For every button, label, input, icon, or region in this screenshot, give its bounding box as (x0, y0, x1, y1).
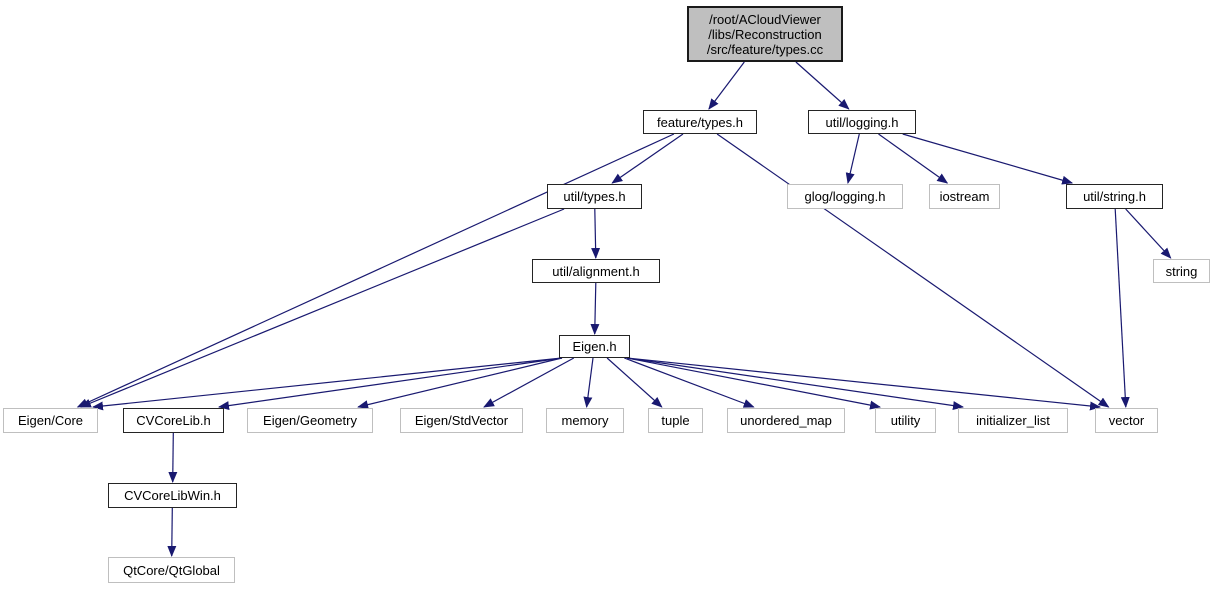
edge-util_string-to-vector (1114, 208, 1130, 408)
graph-node-label: CVCoreLibWin.h (124, 488, 221, 503)
edge-util_logging-to-iostream (878, 133, 949, 184)
edge-eigen_h-to-unordered_map (624, 357, 755, 408)
graph-node-label: QtCore/QtGlobal (123, 562, 220, 578)
edge-feature_types-to-eigen_core (76, 133, 675, 408)
graph-node-util_alignment[interactable]: util/alignment.h (532, 259, 660, 283)
edge-eigen_h-to-tuple (606, 357, 663, 408)
graph-node-label: Eigen/Geometry (263, 413, 357, 428)
graph-node-types_cc: /root/ACloudViewer/libs/Reconstruction/s… (687, 6, 843, 62)
graph-node-label: tuple (661, 413, 690, 428)
graph-node-label: utility (890, 413, 921, 428)
graph-node-memory: memory (546, 408, 624, 433)
edge-eigen_h-to-eigen_core (92, 357, 563, 411)
graph-node-label: Eigen.h (572, 339, 617, 354)
graph-node-label: feature/types.h (657, 114, 743, 130)
edge-eigen_h-to-memory (583, 357, 594, 408)
edge-types_cc-to-feature_types (708, 61, 745, 110)
graph-node-label: util/logging.h (825, 114, 899, 130)
edge-util_logging-to-glog_logging (845, 133, 860, 184)
edge-util_alignment-to-eigen_h (590, 282, 600, 335)
graph-node-eigen_core: Eigen/Core (3, 408, 98, 433)
graph-node-cvcorelibwin[interactable]: CVCoreLibWin.h (108, 483, 237, 508)
graph-node-string: string (1153, 259, 1210, 283)
graph-node-tuple: tuple (648, 408, 703, 433)
graph-node-cvcorelib[interactable]: CVCoreLib.h (123, 408, 224, 433)
graph-node-label: CVCoreLib.h (136, 413, 211, 428)
graph-node-label: string (1165, 263, 1198, 279)
edge-feature_types-to-vector (716, 133, 1110, 408)
edge-types_cc-to-util_logging (795, 61, 850, 110)
graph-node-label: util/string.h (1083, 189, 1146, 204)
graph-node-label: glog/logging.h (804, 189, 886, 204)
graph-node-initializer_list: initializer_list (958, 408, 1068, 433)
graph-node-label: /libs/Reconstruction (708, 26, 822, 42)
graph-node-qtcore_qtglobal: QtCore/QtGlobal (108, 557, 235, 583)
graph-node-vector: vector (1095, 408, 1158, 433)
graph-node-label: memory (561, 413, 609, 428)
edge-eigen_h-to-vector (626, 357, 1101, 411)
graph-node-feature_types[interactable]: feature/types.h (643, 110, 757, 134)
graph-node-label: vector (1108, 413, 1145, 428)
graph-node-label: Eigen/StdVector (414, 413, 509, 428)
graph-node-util_logging[interactable]: util/logging.h (808, 110, 916, 134)
edge-util_logging-to-util_string (902, 133, 1074, 185)
edges (76, 61, 1172, 557)
edge-eigen_h-to-utility (626, 357, 881, 410)
graph-node-iostream: iostream (929, 184, 1000, 209)
edge-eigen_h-to-eigen_geometry (357, 357, 563, 410)
graph-node-label: Eigen/Core (17, 413, 84, 428)
graph-node-utility: utility (875, 408, 936, 433)
graph-node-label: util/alignment.h (552, 263, 640, 279)
graph-node-glog_logging: glog/logging.h (787, 184, 903, 209)
edge-eigen_h-to-eigen_stdvector (483, 357, 575, 408)
edge-util_string-to-string (1125, 208, 1172, 259)
graph-node-eigen_h[interactable]: Eigen.h (559, 335, 630, 358)
graph-node-util_types[interactable]: util/types.h (547, 184, 642, 209)
edge-eigen_h-to-initializer_list (626, 357, 964, 411)
graph-node-label: util/types.h (563, 189, 626, 204)
graph-node-label: iostream (939, 189, 990, 204)
edge-cvcorelib-to-cvcorelibwin (168, 432, 178, 483)
graph-node-unordered_map: unordered_map (727, 408, 845, 433)
edge-eigen_h-to-cvcorelib (218, 357, 563, 411)
graph-node-label: /src/feature/types.cc (706, 41, 824, 57)
graph-node-eigen_geometry: Eigen/Geometry (247, 408, 373, 433)
edge-feature_types-to-util_types (611, 133, 684, 184)
graph-node-label: initializer_list (976, 413, 1050, 428)
graph-node-label: unordered_map (740, 413, 832, 428)
edge-util_types-to-eigen_core (79, 208, 565, 408)
edge-util_types-to-util_alignment (591, 208, 601, 259)
graph-node-label: /root/ACloudViewer (709, 11, 821, 27)
edge-cvcorelibwin-to-qtcore_qtglobal (167, 507, 177, 557)
graph-node-util_string[interactable]: util/string.h (1066, 184, 1163, 209)
graph-node-eigen_stdvector: Eigen/StdVector (400, 408, 523, 433)
